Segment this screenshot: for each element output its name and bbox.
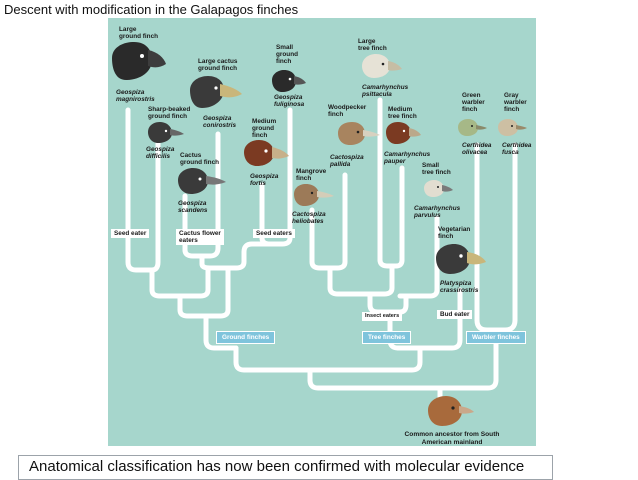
bird-medium-ground-finch — [244, 140, 289, 166]
species-sci-green-warbler: Certhidea olivacea — [462, 142, 492, 156]
species-common-medium-ground: Medium ground finch — [252, 118, 277, 139]
group-warbler-finches: Warbler finches — [466, 331, 526, 344]
bird-sharp-beaked-ground-finch — [148, 122, 184, 143]
diet-seed-eaters: Seed eaters — [253, 229, 295, 238]
species-common-green-warbler: Green warbler finch — [462, 92, 485, 113]
bird-cactus-ground-finch — [178, 168, 226, 194]
branch-mangrove — [309, 207, 340, 271]
species-common-small-tree: Small tree finch — [422, 162, 451, 176]
species-common-mangrove: Mangrove finch — [296, 168, 327, 182]
group-ground-finches: Ground finches — [216, 331, 276, 344]
species-common-medium-tree: Medium tree finch — [388, 106, 417, 120]
common-ancestor-label: Common ancestor from South American main… — [404, 431, 500, 446]
diet-bud-eater: Bud eater — [437, 310, 473, 319]
species-sci-mangrove: Cactospiza heliobates — [292, 211, 326, 225]
species-sci-gray-warbler: Certhidea fusca — [502, 142, 532, 156]
caption-text: Anatomical classification has now been c… — [29, 458, 525, 475]
bird-common-ancestor — [428, 396, 474, 426]
species-common-woodpecker: Woodpecker finch — [328, 104, 367, 118]
bird-large-tree-finch — [362, 54, 402, 78]
species-common-sharp-beaked: Sharp-beaked ground finch — [148, 106, 191, 120]
diet-cactus-flower-eaters: Cactus flower eaters — [176, 229, 224, 245]
bird-small-ground-finch — [272, 70, 306, 92]
bird-vegetarian-finch — [436, 244, 486, 274]
branch-woodpecker — [334, 172, 348, 271]
species-common-cactus-ground: Cactus ground finch — [180, 152, 220, 166]
species-sci-sharp-beaked: Geospiza difficilis — [146, 146, 175, 160]
bird-medium-tree-finch — [386, 122, 421, 144]
species-sci-small-tree: Camarhynchus parvulus — [414, 205, 461, 219]
species-common-large-tree: Large tree finch — [358, 38, 387, 52]
species-sci-medium-tree: Camarhynchus pauper — [384, 151, 431, 165]
bird-mangrove-finch — [294, 184, 334, 206]
page-title: Descent with modification in the Galapag… — [4, 2, 299, 17]
bird-green-warbler-finch — [458, 119, 487, 136]
branch-small-tree — [397, 215, 440, 299]
bird-large-cactus-ground-finch — [190, 76, 242, 108]
species-sci-cactus-ground: Geospiza scandens — [178, 200, 208, 214]
diet-insect-eaters: Insect eaters — [362, 312, 403, 321]
bird-large-ground-finch — [112, 42, 166, 80]
species-common-vegetarian: Vegetarian finch — [438, 226, 471, 240]
branch-vegetarian — [395, 287, 463, 351]
species-sci-small-ground: Geospiza fuliginosa — [274, 94, 305, 108]
species-common-small-ground: Small ground finch — [276, 44, 299, 65]
species-sci-large-tree: Camarhynchus psittacula — [362, 84, 409, 98]
species-sci-large-cactus: Geospiza conirostris — [203, 115, 237, 129]
caption-box: Anatomical classification has now been c… — [18, 455, 553, 480]
bird-small-tree-finch — [424, 180, 453, 197]
branch-large-ground — [125, 107, 155, 273]
species-common-gray-warbler: Gray warbler finch — [504, 92, 527, 113]
bird-woodpecker-finch — [338, 122, 380, 145]
species-common-large-ground: Large ground finch — [119, 26, 159, 40]
species-sci-woodpecker: Cactospiza pallida — [330, 154, 364, 168]
species-sci-vegetarian: Platyspiza crassirostris — [440, 280, 479, 294]
species-sci-medium-ground: Geospiza fortis — [250, 173, 279, 187]
group-tree-finches: Tree finches — [362, 331, 412, 344]
species-common-large-cactus: Large cactus ground finch — [198, 58, 238, 72]
diet-seed-eater: Seed eater — [111, 229, 150, 238]
species-sci-large-ground: Geospiza magnirostris — [116, 89, 155, 103]
bird-gray-warbler-finch — [498, 119, 527, 136]
